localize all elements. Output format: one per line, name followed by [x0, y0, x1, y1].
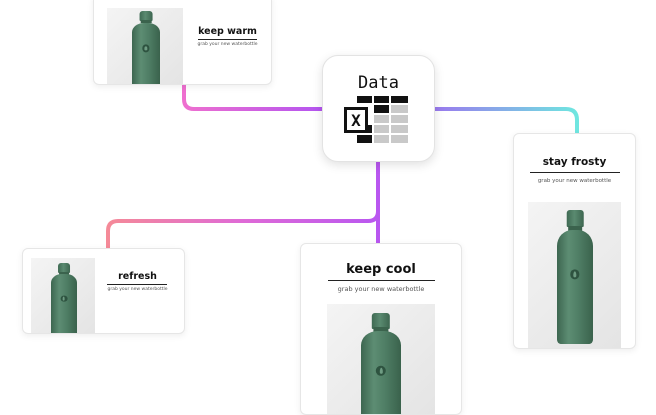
product-card-stay-frosty[interactable]: stay frosty grab your new waterbottle — [513, 133, 636, 349]
leaf-logo-icon — [60, 295, 68, 302]
connector-keep-warm — [182, 84, 322, 111]
water-bottle-image — [132, 11, 160, 84]
card-divider — [198, 39, 257, 40]
leaf-logo-icon — [570, 269, 580, 279]
data-title: Data — [358, 73, 399, 93]
product-card-keep-warm[interactable]: keep warm grab your new waterbottle — [93, 0, 272, 85]
x-badge-letter: X — [351, 111, 361, 130]
card-divider — [107, 284, 167, 285]
product-card-refresh[interactable]: refresh grab your new waterbottle — [22, 248, 185, 334]
card-title: stay frosty — [542, 156, 607, 168]
leaf-logo-icon — [375, 365, 387, 376]
card-subtitle: grab your new waterbottle — [337, 285, 425, 293]
card-divider — [530, 172, 620, 173]
connector-stay-frosty — [433, 107, 579, 133]
water-bottle-image — [51, 263, 77, 333]
water-bottle-image — [557, 210, 593, 344]
connector-refresh — [106, 205, 380, 248]
card-title: keep cool — [346, 262, 416, 277]
product-photo — [327, 304, 435, 414]
product-photo — [31, 258, 95, 333]
product-photo — [528, 202, 621, 348]
product-photo — [107, 8, 183, 84]
product-card-keep-cool[interactable]: keep cool grab your new waterbottle — [300, 243, 462, 415]
card-subtitle: grab your new waterbottle — [197, 42, 258, 47]
card-title: refresh — [118, 271, 157, 282]
card-subtitle: grab your new waterbottle — [107, 287, 168, 292]
spreadsheet-icon: X — [344, 96, 408, 143]
leaf-logo-icon — [142, 44, 150, 53]
card-subtitle: grab your new waterbottle — [537, 178, 612, 184]
card-divider — [328, 280, 435, 281]
connector-lines — [106, 84, 579, 248]
card-title: keep warm — [198, 26, 257, 37]
